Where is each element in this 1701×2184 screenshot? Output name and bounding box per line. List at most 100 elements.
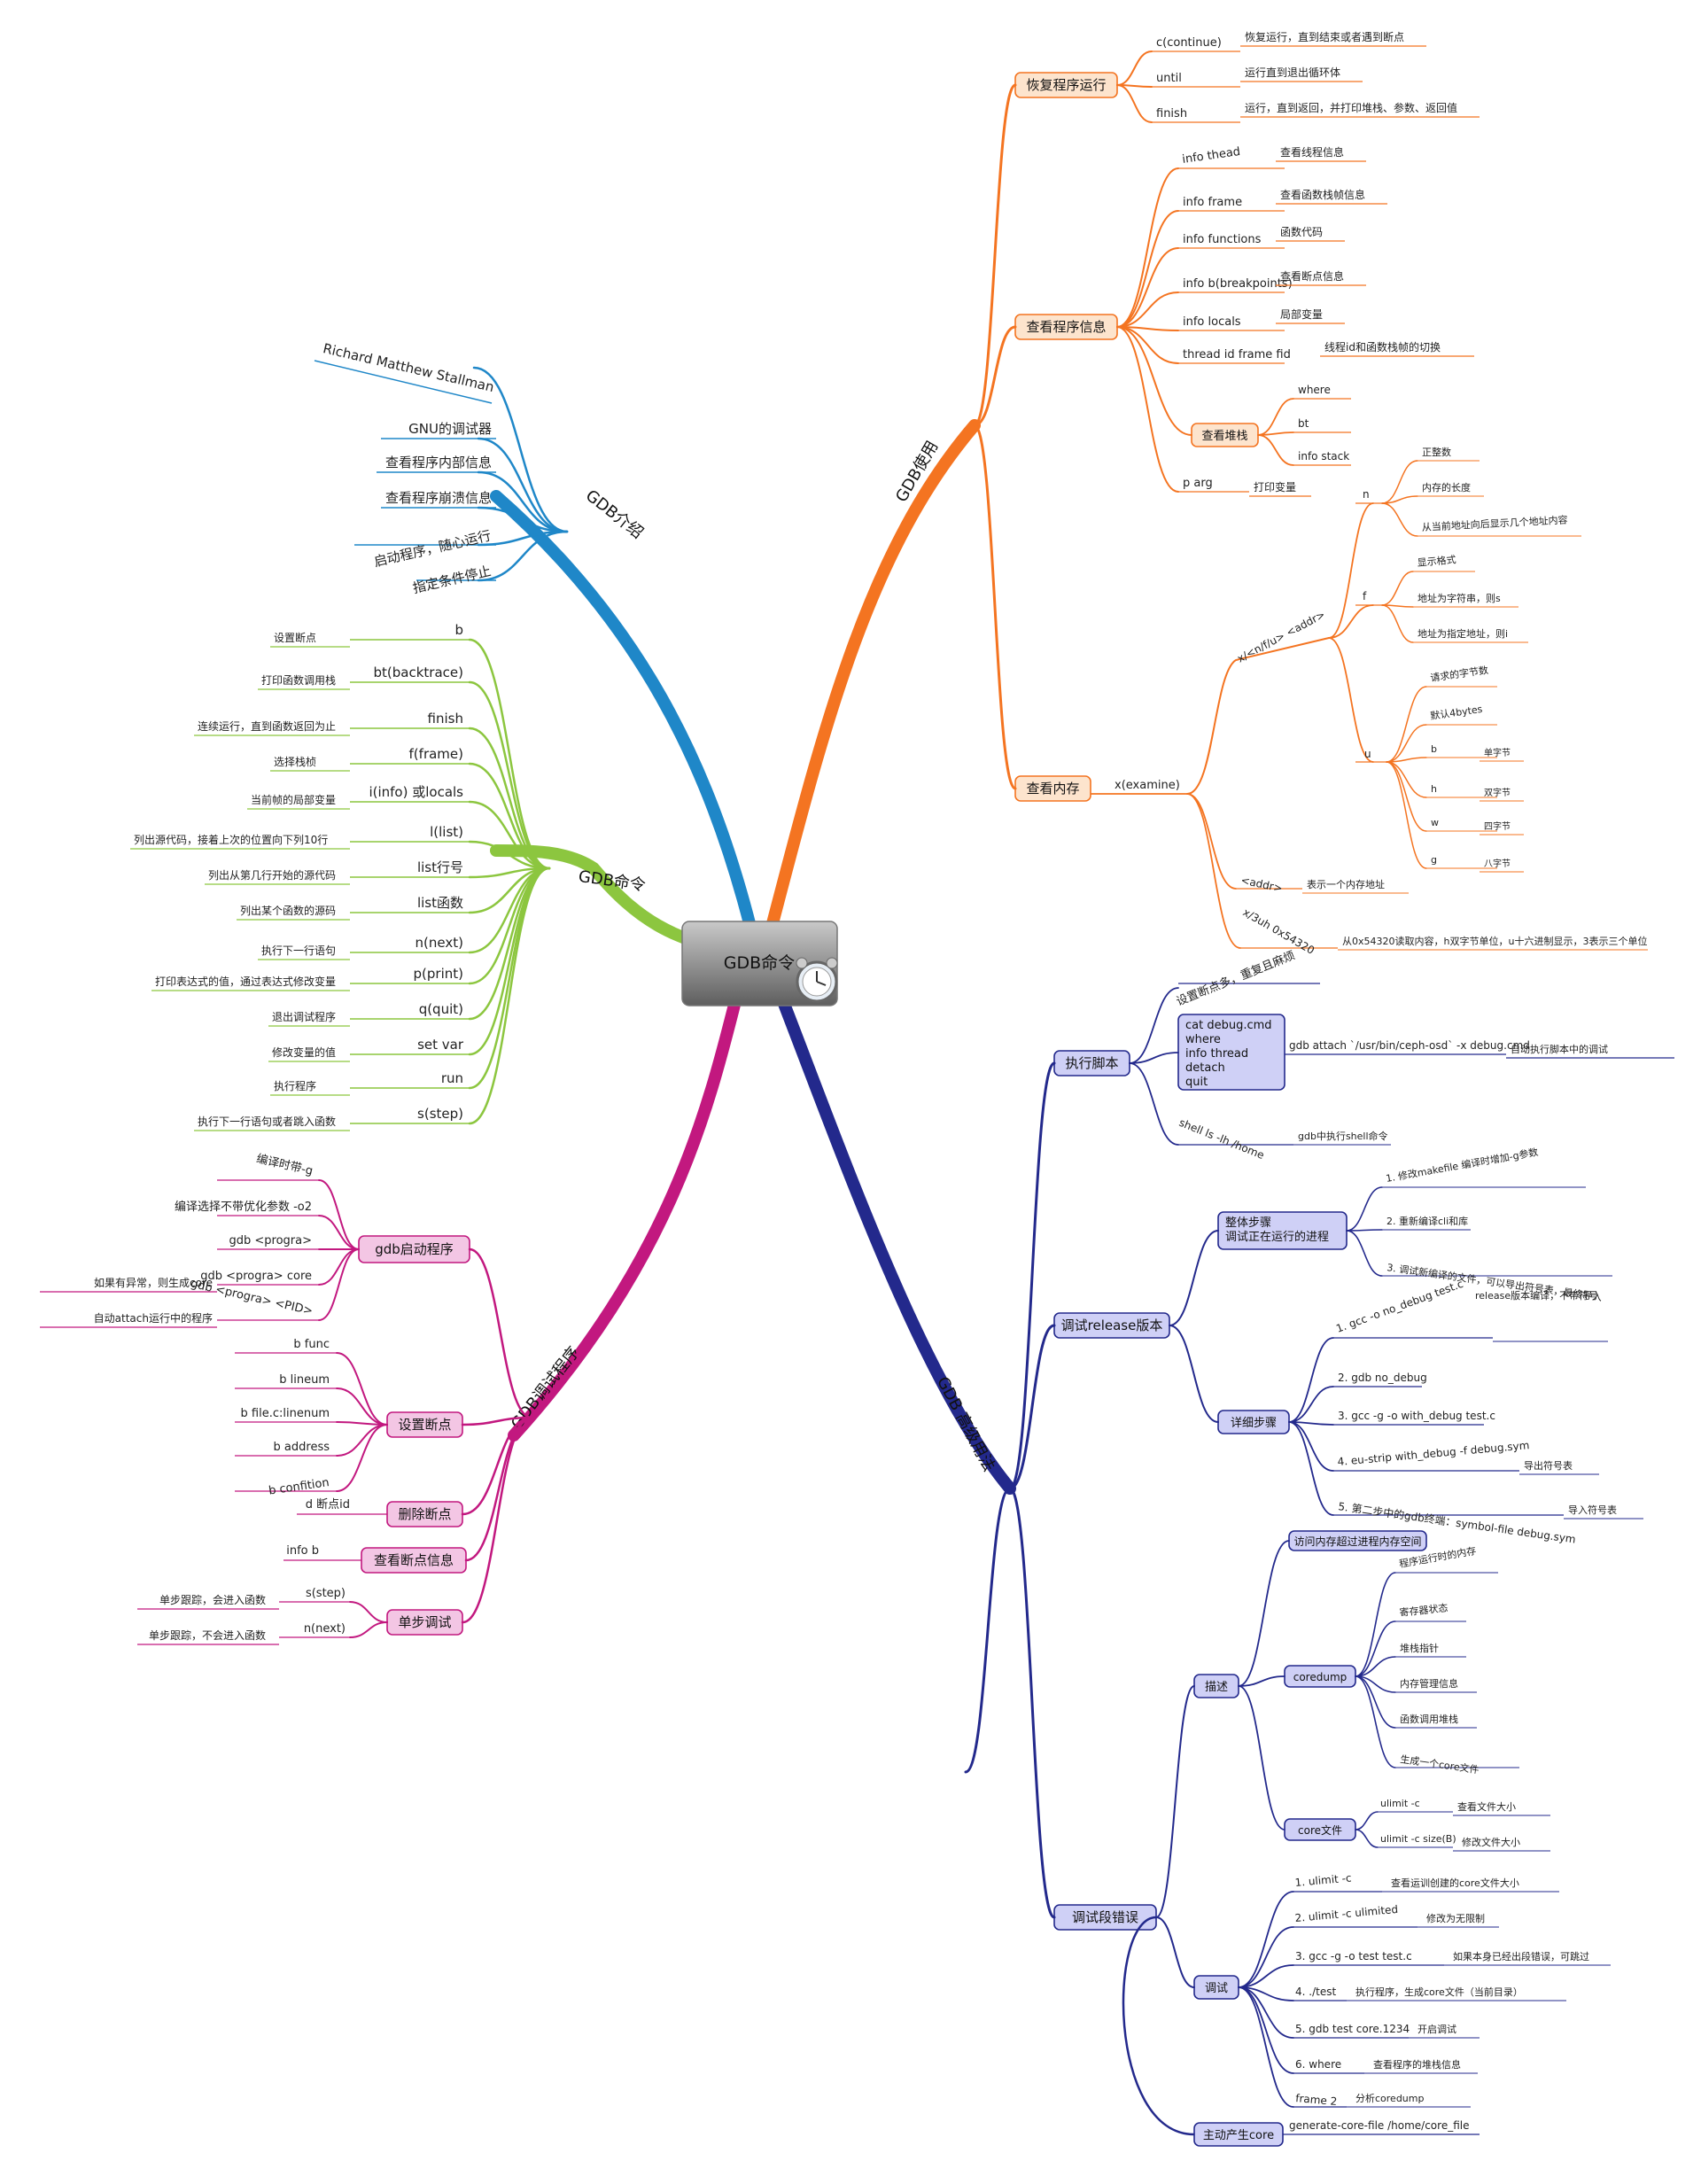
cmd-desc: 退出调试程序 (272, 1010, 336, 1023)
connector-line (1116, 326, 1192, 436)
info-desc: 函数代码 (1280, 225, 1323, 238)
connector-line (1386, 757, 1427, 763)
access-memory-node: 访问内存超过进程内存空间 (1293, 1535, 1421, 1548)
resume-key: until (1156, 72, 1182, 85)
u-key-item: b (1431, 743, 1437, 755)
shell-desc: gdb中执行shell命令 (1298, 1130, 1388, 1142)
connector-line (1381, 495, 1418, 504)
describe-node: 描述 (1205, 1681, 1228, 1694)
seg-key: 1. ulimit -c (1294, 1871, 1352, 1889)
connector-line (336, 1424, 388, 1457)
run-script-node: 执行脚本 (1065, 1055, 1118, 1071)
seg-desc: 修改为无限制 (1426, 1912, 1485, 1924)
parg-desc: 打印变量 (1254, 480, 1296, 494)
cmd-connector (468, 762, 551, 870)
connector-line (1346, 1186, 1383, 1232)
connector-line (1238, 1964, 1294, 1988)
cmd-desc: 修改变量的值 (272, 1045, 336, 1059)
start-desc: 如果有异常，则生成core (94, 1276, 213, 1289)
cmd-key: s(step) (417, 1106, 463, 1122)
seg-desc: 开启调试 (1418, 2024, 1456, 2035)
seg-key: 3. gcc -g -o test test.c (1295, 1950, 1412, 1962)
intro-item: 查看程序内部信息 (385, 455, 492, 470)
resume-desc: 运行，直到返回，并打印堆栈、参数、返回值 (1245, 101, 1457, 114)
segfault-node: 调试段错误 (1072, 1909, 1138, 1925)
info-key: info locals (1183, 315, 1241, 329)
cmd-key: i(info) 或locals (369, 784, 463, 800)
u-key-item: 默认4bytes (1430, 703, 1484, 722)
seg-desc: 执行程序，生成core文件（当前目录） (1355, 1986, 1523, 1998)
overall-steps-box-line: 调试正在运行的进程 (1225, 1230, 1329, 1244)
info-desc: 局部变量 (1280, 307, 1323, 321)
cmd-connector (468, 680, 551, 870)
connector-line (336, 1424, 388, 1492)
corefile-key: ulimit -c (1380, 1798, 1420, 1809)
connector-line (1186, 793, 1237, 890)
stack-item: info stack (1298, 450, 1349, 462)
intro-underline (314, 360, 493, 404)
connector-line (1381, 571, 1414, 606)
script-top: 设置断点多，重复且麻烦 (1175, 948, 1298, 1008)
detail-desc: 导出符号表 (1524, 1459, 1573, 1472)
cmd-key: list函数 (417, 895, 463, 911)
bp-item: b func (293, 1338, 330, 1351)
n-key: n (1363, 488, 1370, 501)
connector-line (1169, 1325, 1219, 1423)
coredump-item: 函数调用堆栈 (1400, 1713, 1458, 1725)
seg-key: 5. gdb test core.1234 (1295, 2023, 1410, 2035)
connector-line (318, 1215, 360, 1250)
connector-line (1238, 1986, 1294, 2039)
cmd-key: l(list) (430, 824, 463, 840)
seg-desc: 查看运训创建的core文件大小 (1391, 1877, 1519, 1889)
branch-usage (765, 419, 981, 937)
cmd-desc: 列出源代码，接着上次的位置向下列10行 (134, 833, 328, 846)
fmt-key: x/<n/f/u> <addr> (1235, 608, 1327, 665)
intro-connector (477, 506, 569, 533)
debug-cmd-box-line: where (1185, 1033, 1221, 1046)
connector-line (1116, 326, 1179, 364)
connector-line (1169, 1230, 1219, 1326)
connector-line (1116, 84, 1153, 123)
resume-key: finish (1156, 107, 1187, 120)
intro-item: GNU的调试器 (408, 421, 492, 437)
connector-line (973, 424, 1017, 790)
u-key-item: h (1431, 783, 1437, 795)
debug-title: GDB调试程序 (508, 1343, 584, 1433)
seg-key: 4. ./test (1295, 1986, 1336, 1998)
connector-line (1355, 1829, 1379, 1848)
connector-line (1238, 1675, 1285, 1687)
overall-item: 2. 重新编译cli和库 (1386, 1215, 1468, 1227)
detail-key: 3. gcc -g -o with_debug test.c (1338, 1410, 1495, 1422)
cmd-desc: 选择栈桢 (274, 755, 316, 768)
connector-line (1346, 1229, 1383, 1232)
connector-line (336, 1352, 388, 1426)
examine-key: x(examine) (1115, 779, 1180, 792)
connector-line (1116, 51, 1153, 86)
connector-line (973, 325, 1017, 427)
resume-node: 恢复程序运行 (1026, 77, 1106, 93)
adv-title: GDB 高级用法 (933, 1373, 998, 1474)
connector-line (336, 1387, 388, 1426)
intro-item: 指定条件停止 (411, 563, 493, 596)
debug-cmd-box-line: info thread (1185, 1047, 1248, 1061)
seg-desc: 如果本身已经出段错误，可跳过 (1453, 1950, 1589, 1962)
cmd-key: list行号 (417, 859, 463, 875)
step-desc: 单步跟踪，不会进入函数 (149, 1628, 266, 1642)
connector-line (1008, 1324, 1056, 1490)
connector-line (1116, 167, 1179, 328)
alarm-clock-icon (796, 957, 838, 1003)
step-desc: 单步跟踪，会进入函数 (159, 1593, 266, 1606)
cmd-connector (468, 840, 551, 870)
debug-cmd-box-line: cat debug.cmd (1185, 1019, 1272, 1032)
connector-line (1116, 291, 1179, 328)
step-debug-node: 单步调试 (398, 1614, 451, 1630)
info-key: info functions (1183, 233, 1262, 246)
gen-core-connector (1122, 1916, 1195, 2136)
seg-key: 2. ulimit -c ulimited (1294, 1903, 1399, 1924)
ex-desc: 从0x54320读取内容，h双字节单位，u十六进制显示，3表示三个单位 (1342, 935, 1647, 947)
addr-key: <addr> (1239, 874, 1284, 895)
coredump-node: coredump (1293, 1671, 1348, 1683)
ex-key: x/3uh 0x54320 (1241, 905, 1317, 956)
connector-line (1328, 604, 1374, 639)
